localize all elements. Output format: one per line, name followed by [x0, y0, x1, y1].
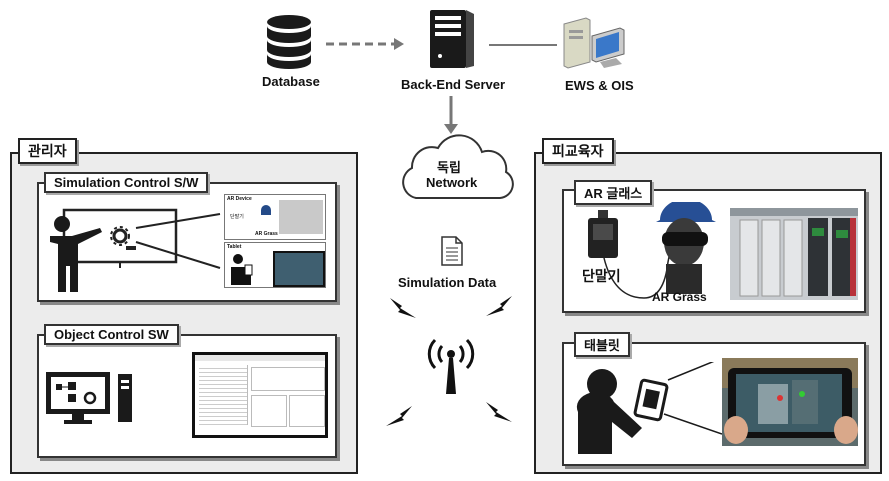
tablet-photo — [273, 251, 325, 287]
ar-glass-title: AR 글래스 — [574, 180, 653, 205]
antenna-icon — [427, 338, 475, 394]
ews-label: EWS & OIS — [565, 78, 634, 93]
mini-grass-label: AR Grass — [255, 231, 278, 237]
mini-ar-label: AR Device — [227, 196, 252, 202]
screenshot-pane — [251, 395, 287, 427]
network-label-2: Network — [426, 175, 478, 190]
person-tablet-icon — [576, 362, 722, 454]
cloud-icon — [402, 134, 514, 199]
simulation-control-title: Simulation Control S/W — [44, 172, 209, 193]
terminal-label: 단말기 — [582, 268, 621, 284]
mini-terminal-label: 단말기 — [230, 214, 244, 220]
computer-icon — [46, 372, 132, 424]
ar-grass-label: AR Grass — [652, 290, 707, 304]
ar-device-illustration — [588, 202, 716, 299]
dashed-arrow — [326, 38, 404, 50]
helmet-icon — [261, 205, 271, 215]
lightning-icon — [486, 296, 512, 316]
connector-line — [489, 44, 557, 46]
network-label-1: 독립 — [437, 160, 461, 175]
screenshot-pane — [289, 395, 325, 427]
software-screenshot — [192, 352, 328, 438]
database-icon — [267, 15, 311, 69]
lightning-icon — [390, 298, 416, 318]
server-icon — [430, 10, 474, 68]
backend-label: Back-End Server — [401, 77, 506, 92]
lightning-icon — [386, 406, 412, 426]
tablet-ar-photo — [722, 358, 858, 446]
trainee-title: 피교육자 — [542, 138, 614, 164]
mini-tablet: Tablet — [224, 242, 326, 288]
cabinet-photo — [730, 208, 858, 300]
tablet-title: 태블릿 — [574, 332, 630, 357]
person-tablet-icon — [231, 254, 253, 285]
cabinet-photo — [279, 200, 323, 234]
mini-ar-device: AR Device 단말기 AR Grass — [224, 194, 326, 240]
lightning-icon — [486, 402, 512, 422]
object-control-title: Object Control SW — [44, 324, 179, 345]
database-label: Database — [262, 74, 320, 89]
workstation-icon — [563, 17, 625, 69]
presenter-illustration — [50, 208, 221, 292]
mini-tablet-label: Tablet — [227, 244, 242, 250]
admin-title: 관리자 — [18, 138, 77, 164]
down-arrow — [444, 96, 458, 134]
document-icon — [441, 236, 463, 266]
screenshot-pane — [251, 367, 325, 391]
simulation-data-label: Simulation Data — [398, 275, 497, 290]
screenshot-titlebar — [195, 355, 325, 361]
screenshot-tree — [199, 365, 248, 425]
